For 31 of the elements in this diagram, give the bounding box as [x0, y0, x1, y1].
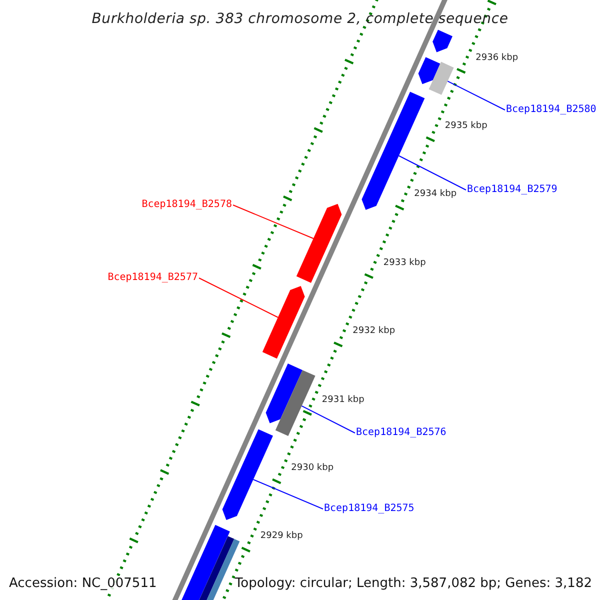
tick-label: 2931 kbp	[322, 394, 364, 406]
footer-text: Topology: circular; Length: 3,587,082 bp; Genes: 3,182	[234, 576, 592, 592]
tick-label: 2933 kbp	[383, 256, 426, 269]
gene-label: Bcep18194_B2575	[324, 502, 414, 516]
gene-label: Bcep18194_B2580	[506, 103, 596, 117]
leader-line	[447, 80, 506, 110]
tick-label: 2936 kbp	[476, 52, 518, 64]
tick-label: 2934 kbp	[414, 188, 457, 200]
tick-label: 2929 kbp	[260, 530, 303, 542]
tick-label: 2932 kbp	[352, 325, 396, 338]
gene-block	[222, 429, 273, 520]
leader-line	[232, 204, 314, 239]
gene-label: Bcep18194_B2579	[467, 183, 558, 197]
tick-label: 2935 kbp	[444, 120, 488, 132]
tick-label: 2930 kbp	[291, 462, 334, 474]
leader-line	[301, 405, 356, 434]
gene-block	[266, 364, 302, 424]
leader-line	[252, 479, 324, 510]
gene-block	[428, 62, 454, 95]
leader-line	[198, 278, 278, 318]
gene-block	[296, 204, 342, 283]
gene-label: Bcep18194_B2578	[142, 198, 232, 212]
footer-text: Accession: NC_007511	[9, 576, 157, 592]
gene-label: Bcep18194_B2576	[356, 426, 446, 440]
gene-block	[432, 30, 452, 52]
gene-label: Bcep18194_B2577	[108, 271, 198, 285]
gene-block	[275, 370, 316, 436]
leader-line	[398, 155, 466, 190]
gene-block	[418, 57, 440, 84]
title: Burkholderia sp. 383 chromosome 2, complete sequence	[90, 11, 510, 27]
gene-block	[262, 286, 305, 359]
